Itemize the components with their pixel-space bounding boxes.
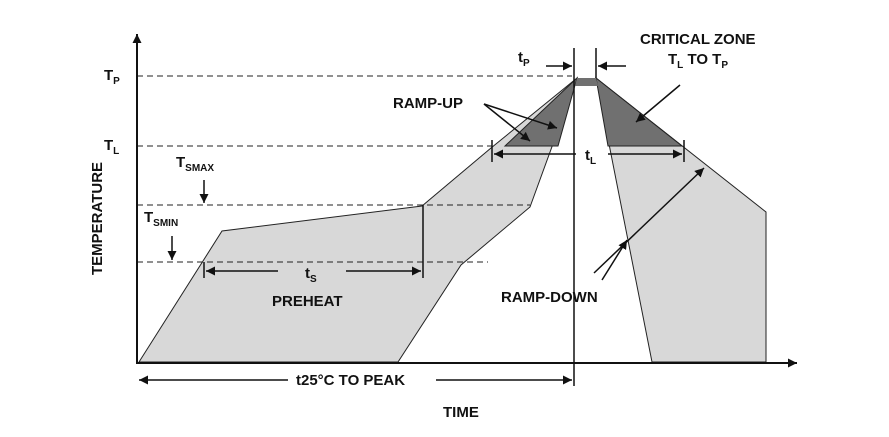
peak-plateau	[575, 78, 598, 86]
critical-zone-sublabel: TL TO TP	[668, 51, 728, 71]
critical-zone-left	[503, 76, 578, 147]
tl-duration-label: tL	[585, 147, 596, 167]
preheat-label: PREHEAT	[272, 293, 343, 310]
tsmax-label: TSMAX	[176, 154, 214, 174]
critical-zone-label: CRITICAL ZONE	[640, 31, 756, 48]
ramp-down-arrow-1	[593, 167, 705, 274]
y-axis-label: TEMPERATURE	[89, 162, 106, 275]
tl-level-label: TL	[104, 137, 119, 157]
ramp-up-arrow-2	[483, 103, 531, 142]
ramp-down-label: RAMP-DOWN	[501, 289, 598, 306]
critical-zone-right	[595, 76, 684, 147]
t25-to-peak-label: t25°C TO PEAK	[296, 372, 405, 389]
critical-zone-arrow	[635, 84, 681, 123]
ramp-down-arrow-2	[601, 239, 628, 281]
ramp-up-arrow-1	[483, 103, 558, 130]
ramp-up-label: RAMP-UP	[393, 95, 463, 112]
x-axis-label: TIME	[443, 404, 479, 421]
ts-duration-label: tS	[305, 265, 317, 285]
tp-duration-label: tP	[518, 49, 530, 69]
tp-level-label: TP	[104, 67, 120, 87]
profile-band-left	[138, 76, 579, 363]
tsmin-label: TSMIN	[144, 209, 178, 229]
